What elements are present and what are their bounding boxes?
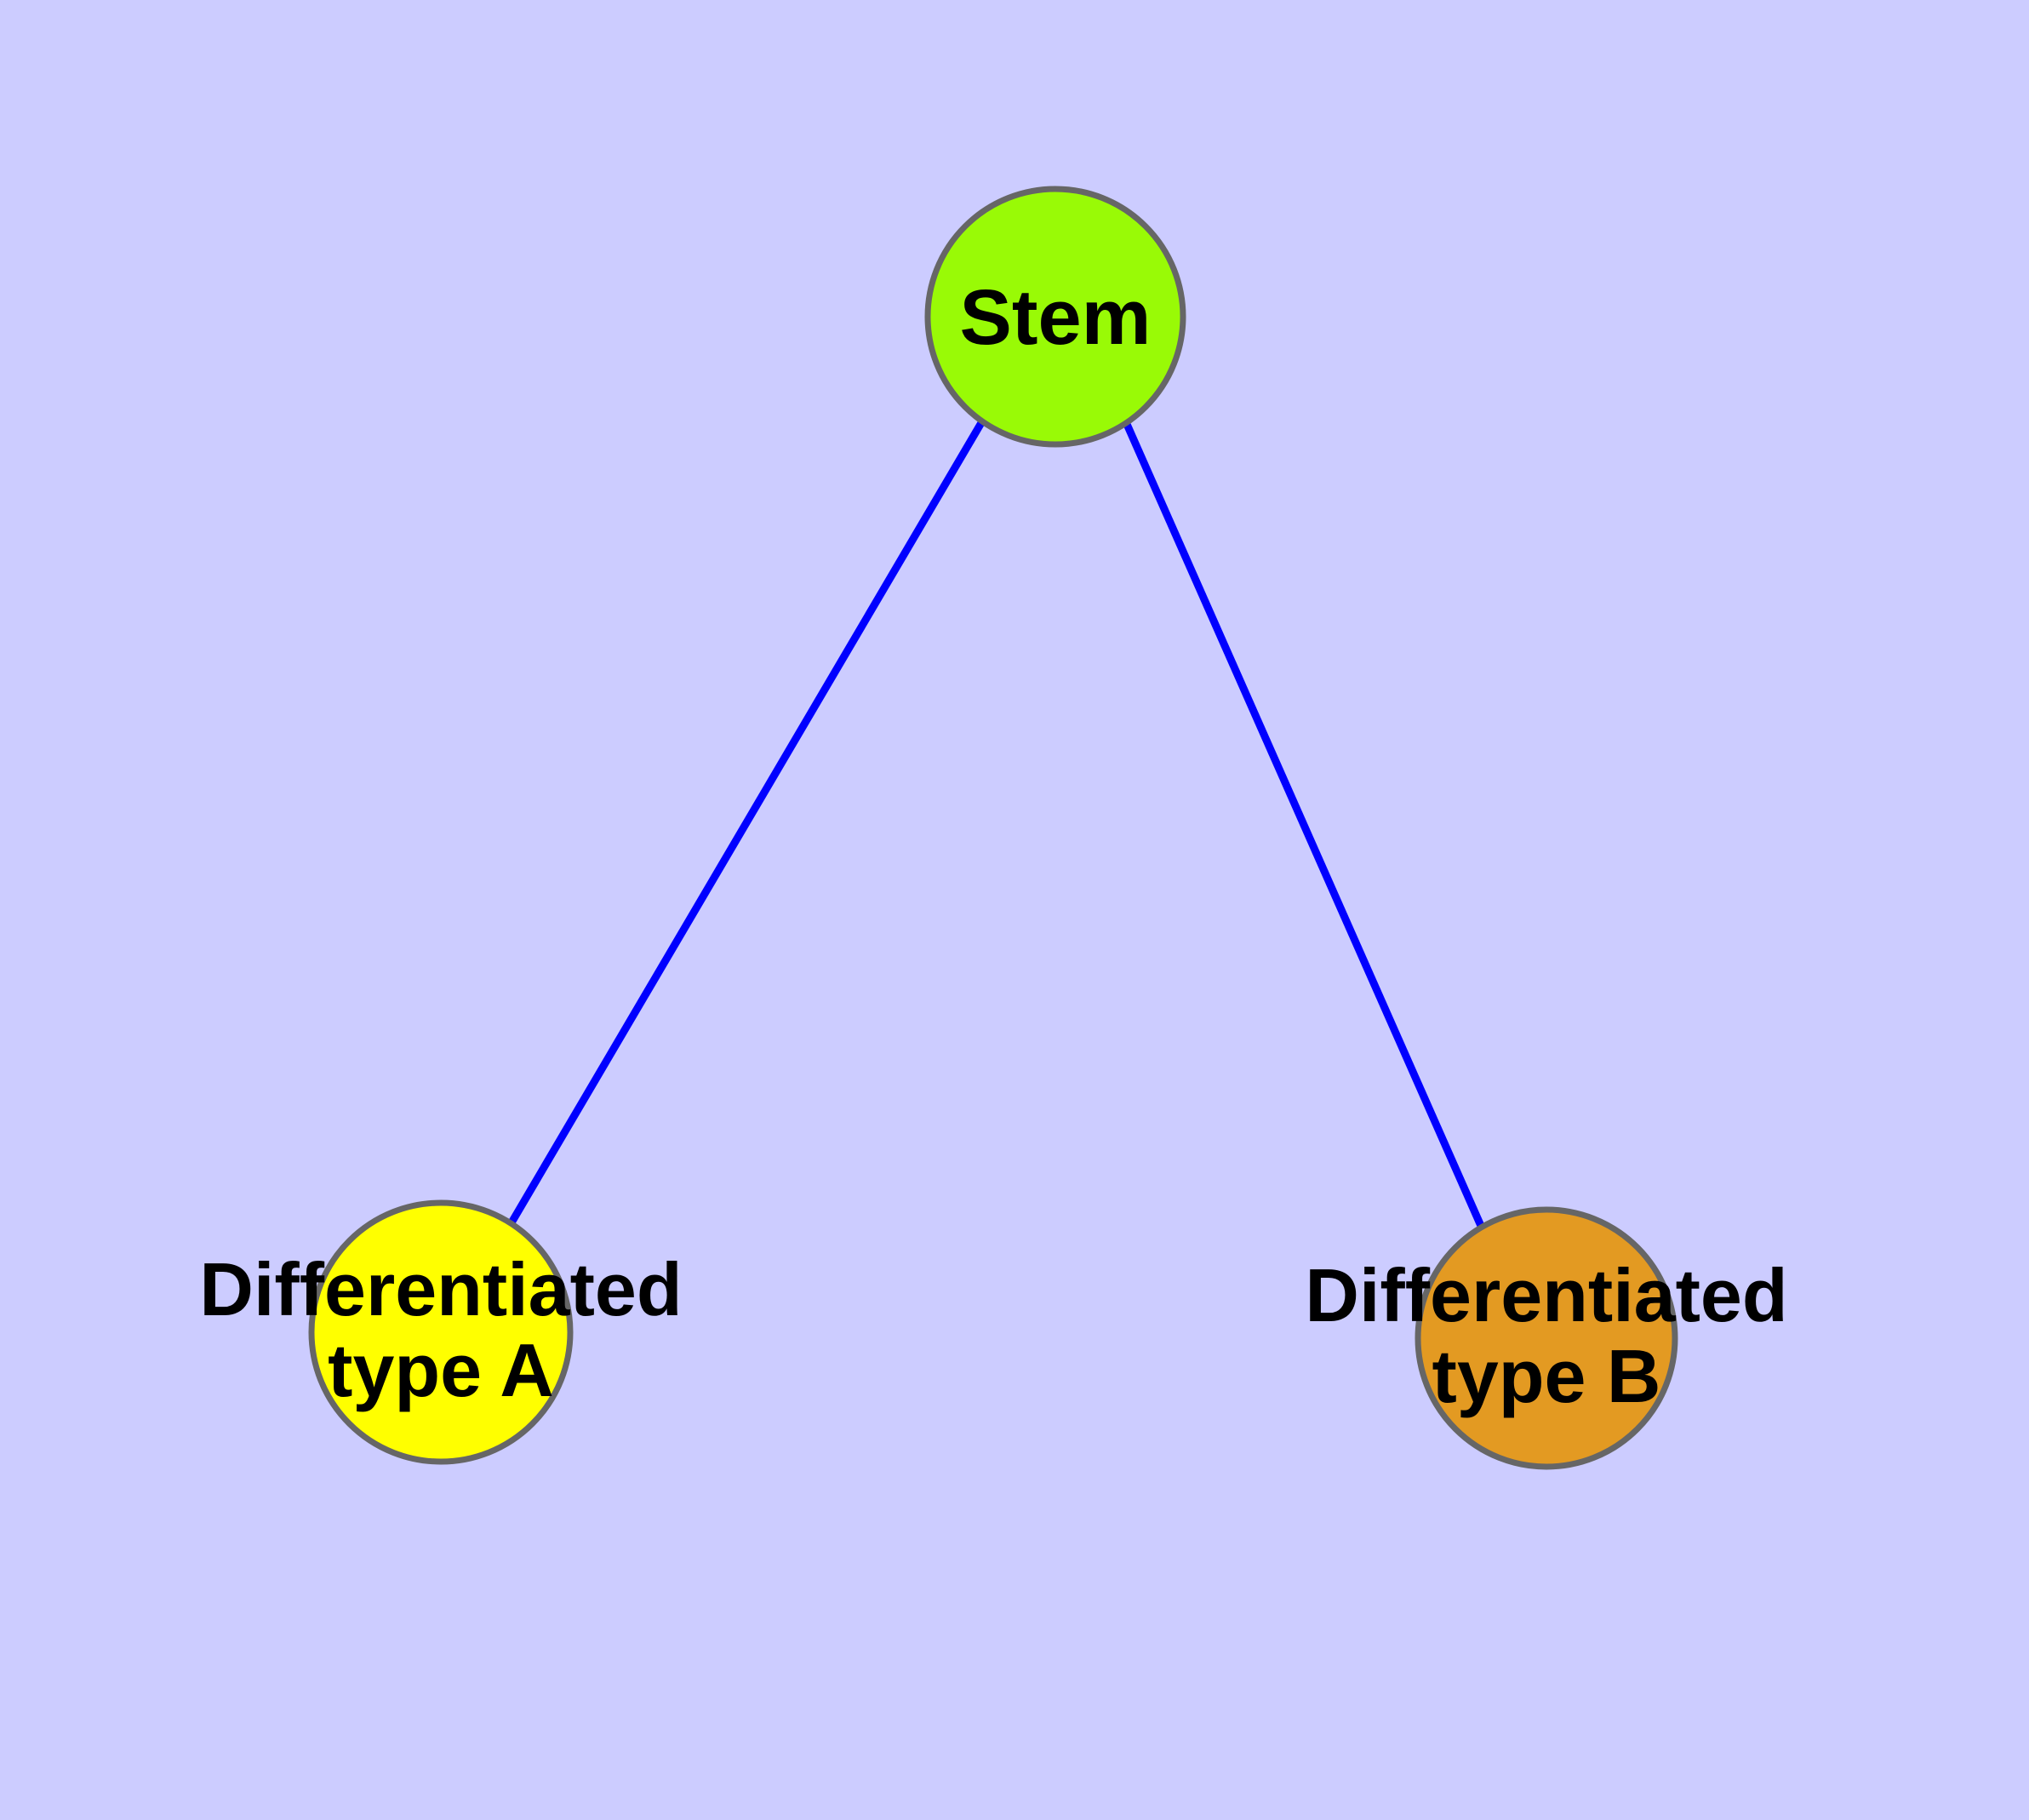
node-differentiated-type-a-label-line1: Differentiated [199,1247,682,1331]
node-stem-label-line1: Stem [960,274,1152,361]
node-differentiated-type-a[interactable] [308,1199,574,1465]
labels-group: Stem Differentiated type A Differentiate… [199,274,1787,1418]
node-differentiated-type-b-label-line2: type B [1432,1334,1661,1418]
node-differentiated-type-b-circle[interactable] [1415,1206,1678,1470]
edge-stem-to-differentiated-type-a[interactable] [507,419,986,1227]
edge-stem-to-differentiated-type-b[interactable] [1122,421,1485,1228]
edges-group [507,419,1485,1228]
node-differentiated-type-a-circle[interactable] [308,1199,574,1465]
node-differentiated-type-b[interactable] [1415,1206,1678,1470]
node-stem-circle[interactable] [924,186,1186,448]
node-stem[interactable] [924,186,1186,448]
node-differentiated-type-b-label-line1: Differentiated [1305,1253,1787,1337]
node-differentiated-type-a-label-line2: type A [328,1328,554,1412]
